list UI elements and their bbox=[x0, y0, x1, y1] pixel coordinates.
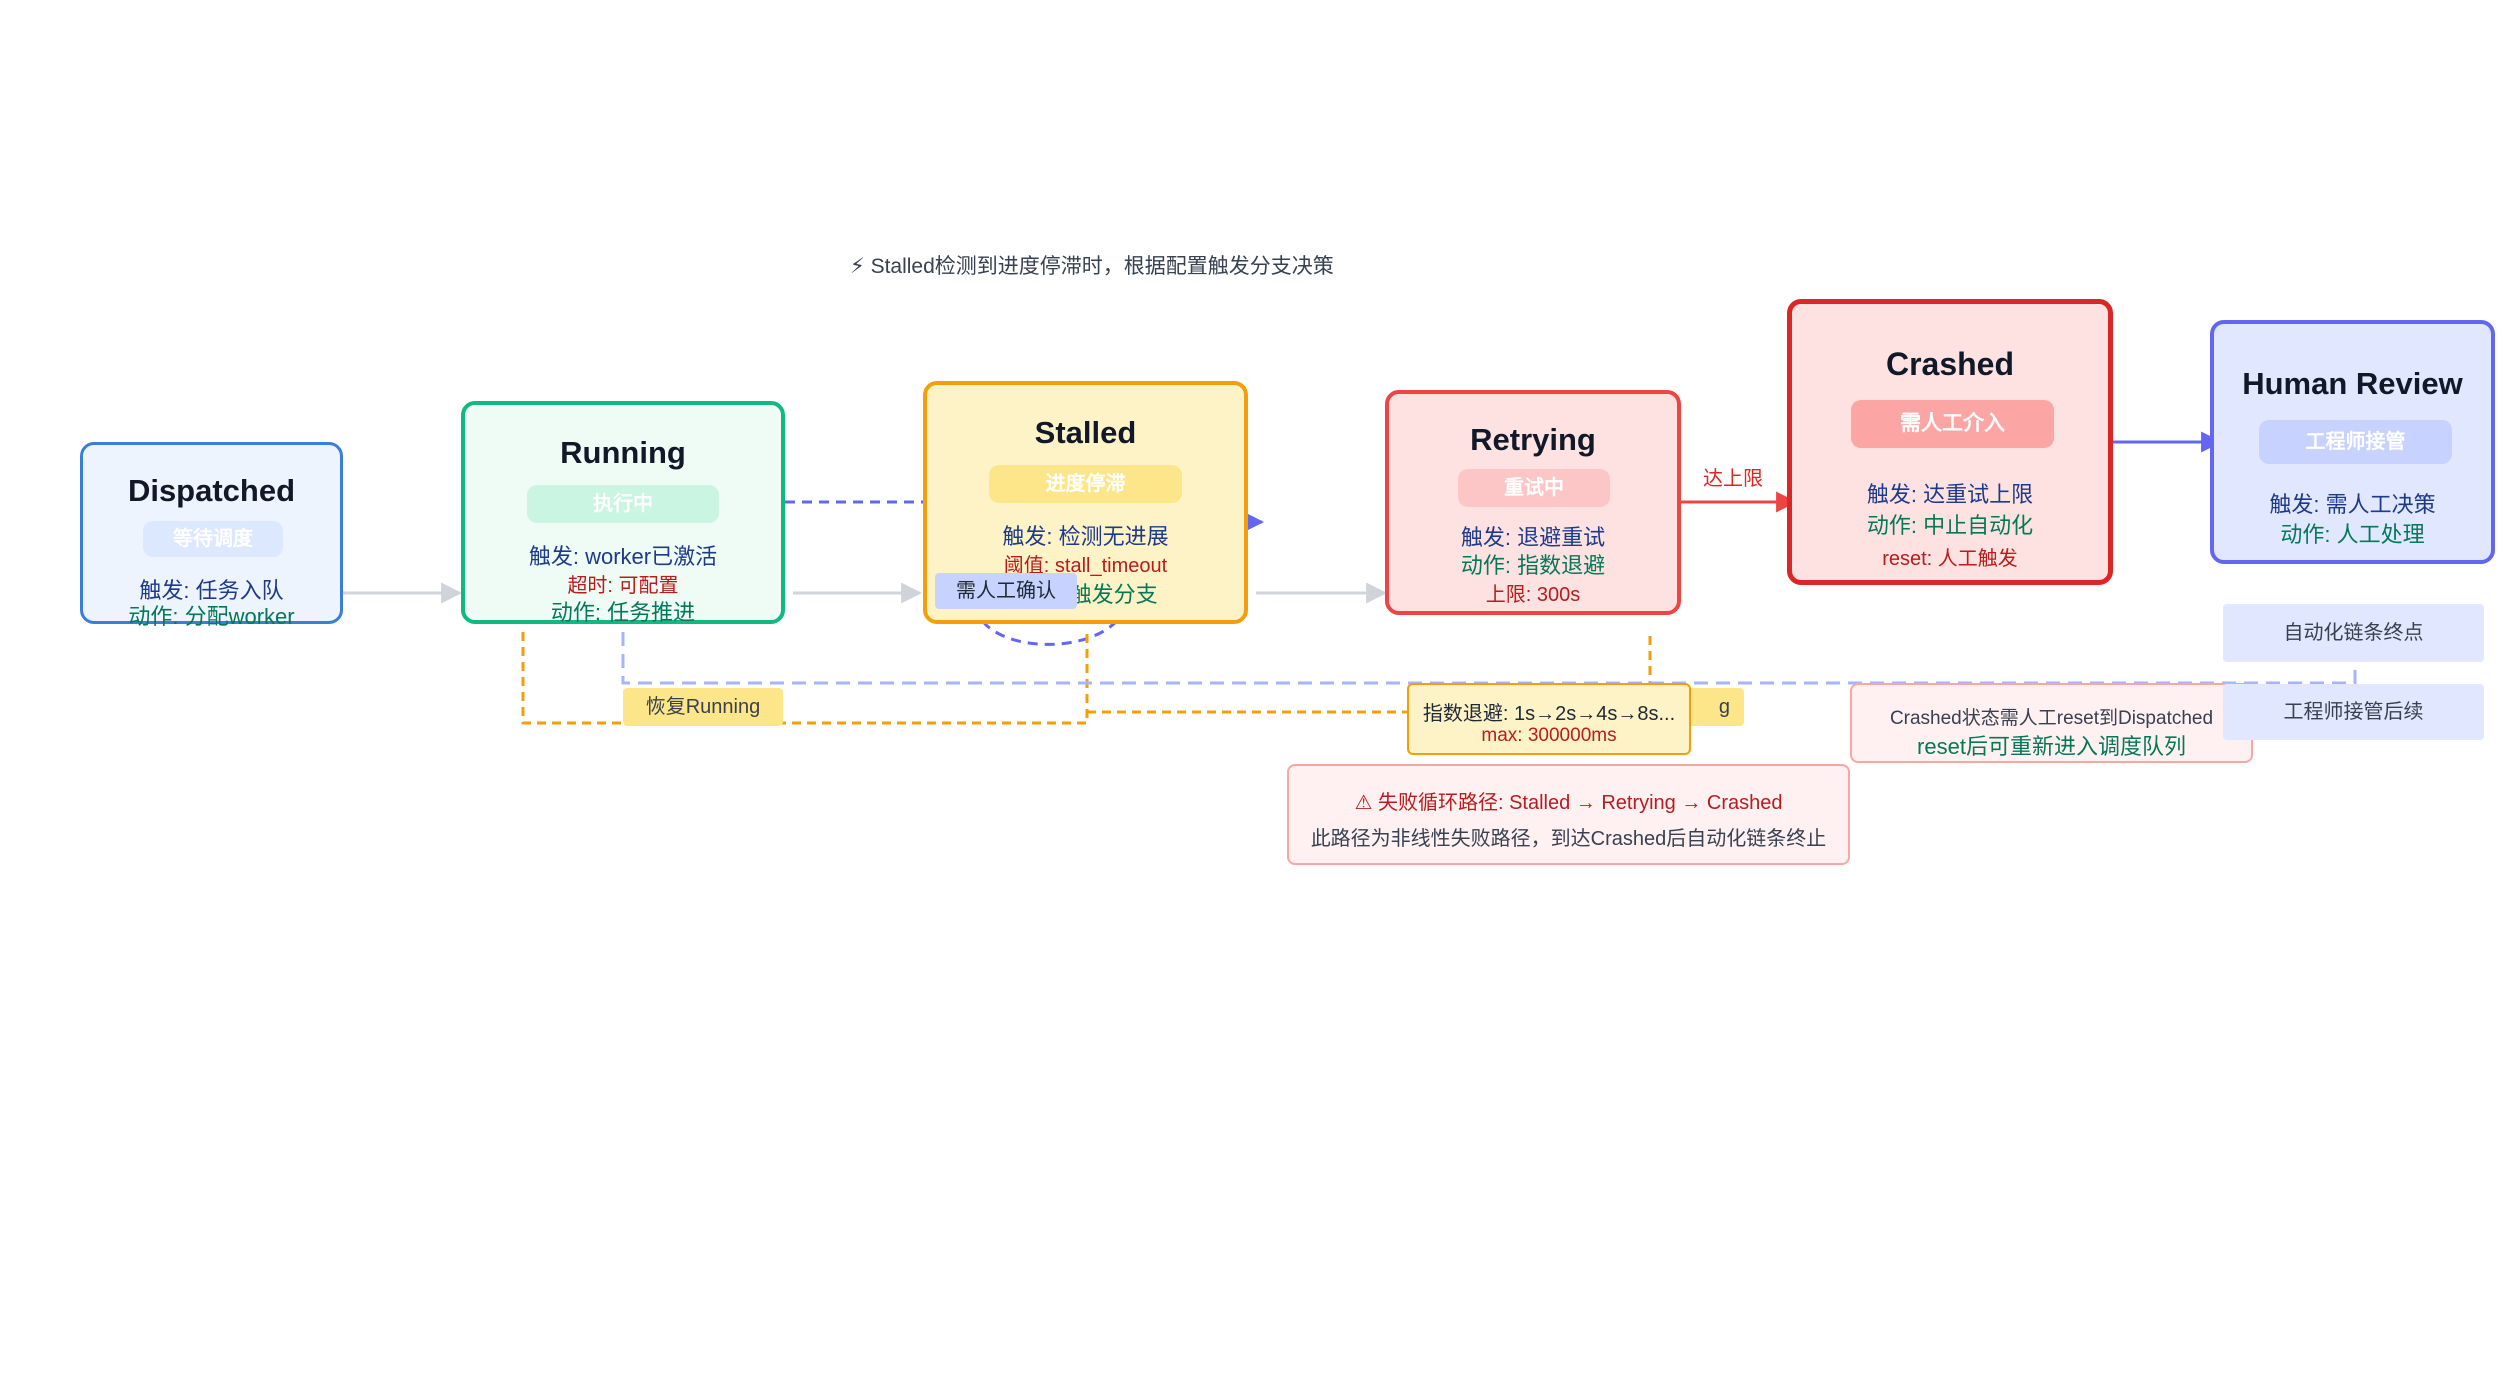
node-retrying-badge: 重试中 bbox=[1458, 469, 1610, 507]
node-running-title: Running bbox=[560, 435, 686, 470]
node-human-review[interactable]: Human Review 工程师接管 触发: 需人工决策 动作: 人工处理 bbox=[2210, 320, 2495, 564]
node-human-review-title: Human Review bbox=[2242, 366, 2463, 401]
failure-loop-note: ⚠ 失败循环路径: Stalled → Retrying → Crashed 此… bbox=[1287, 764, 1850, 865]
backoff-note-line1: 指数退避: 1s→2s→4s→8s... bbox=[1422, 703, 1676, 725]
node-human-review-trigger: 触发: 需人工决策 bbox=[2269, 492, 2436, 517]
node-dispatched[interactable]: Dispatched 等待调度 触发: 任务入队 动作: 分配worker bbox=[80, 442, 343, 629]
backoff-note: 指数退避: 1s→2s→4s→8s... max: 300000ms bbox=[1407, 683, 1691, 755]
edge-stalled-resume-running bbox=[521, 632, 1089, 725]
side-note-engineer-followup: 工程师接管后续 bbox=[2223, 684, 2484, 740]
crashed-reset-note: Crashed状态需人工reset到Dispatched reset后可重新进入… bbox=[1850, 683, 2253, 763]
node-human-review-action: 动作: 人工处理 bbox=[2280, 522, 2425, 547]
node-dispatched-badge: 等待调度 bbox=[143, 521, 283, 557]
edge-running-human-confirm bbox=[785, 500, 1265, 646]
node-stalled[interactable]: Stalled 进度停滞 触发: 检测无进展 阈值: stall_timeout… bbox=[923, 381, 1248, 624]
node-retrying-title: Retrying bbox=[1470, 422, 1596, 457]
edge-label-resume-running: 恢复Running bbox=[623, 688, 783, 726]
edge-label-limit-reached: 达上限 bbox=[1703, 468, 1763, 490]
failure-loop-line1: ⚠ 失败循环路径: Stalled → Retrying → Crashed bbox=[1354, 792, 1783, 814]
node-running-trigger: 触发: worker已激活 bbox=[528, 544, 718, 569]
branch-note: ⚡ Stalled检测到进度停滞时，根据配置触发分支决策 bbox=[850, 255, 1334, 278]
node-dispatched-action: 动作: 分配worker bbox=[128, 604, 295, 629]
node-stalled-trigger: 触发: 检测无进展 bbox=[1002, 524, 1169, 549]
node-stalled-threshold: 阈值: stall_timeout bbox=[1003, 555, 1168, 577]
node-running-action: 动作: 任务推进 bbox=[550, 600, 696, 625]
edge-running-human-review-long bbox=[621, 632, 2357, 685]
node-dispatched-trigger: 触发: 任务入队 bbox=[139, 578, 284, 603]
node-running[interactable]: Running 执行中 触发: worker已激活 超时: 可配置 动作: 任务… bbox=[461, 401, 785, 625]
node-retrying-limit: 上限: 300s bbox=[1485, 584, 1581, 606]
node-human-review-badge: 工程师接管 bbox=[2259, 420, 2452, 464]
node-crashed-title: Crashed bbox=[1885, 346, 2015, 382]
node-stalled-title: Stalled bbox=[1034, 415, 1137, 450]
crashed-reset-line2: reset后可重新进入调度队列 bbox=[1917, 734, 2186, 759]
node-stalled-badge: 进度停滞 bbox=[989, 465, 1182, 503]
node-dispatched-title: Dispatched bbox=[127, 473, 296, 508]
node-retrying-action: 动作: 指数退避 bbox=[1460, 553, 1606, 578]
node-crashed-action: 动作: 中止自动化 bbox=[1866, 513, 2034, 538]
node-running-timeout: 超时: 可配置 bbox=[567, 575, 679, 597]
node-crashed-reset: reset: 人工触发 bbox=[1882, 548, 2018, 570]
backoff-note-line2: max: 300000ms bbox=[1481, 725, 1617, 746]
node-retrying-trigger: 触发: 退避重试 bbox=[1460, 525, 1606, 550]
node-crashed-badge: 需人工介入 bbox=[1851, 400, 2054, 448]
node-crashed-trigger: 触发: 达重试上限 bbox=[1866, 482, 2034, 507]
edge-label-need-confirm: 需人工确认 bbox=[935, 573, 1077, 609]
node-retrying[interactable]: Retrying 重试中 触发: 退避重试 动作: 指数退避 上限: 300s bbox=[1385, 390, 1681, 615]
failure-loop-line2: 此路径为非线性失败路径，到达Crashed后自动化链条终止 bbox=[1310, 828, 1827, 850]
node-crashed[interactable]: Crashed 需人工介入 触发: 达重试上限 动作: 中止自动化 reset:… bbox=[1787, 299, 2113, 585]
side-note-chain-end: 自动化链条终点 bbox=[2223, 604, 2484, 662]
crashed-reset-line1: Crashed状态需人工reset到Dispatched bbox=[1889, 708, 2214, 729]
node-running-badge: 执行中 bbox=[527, 485, 719, 523]
